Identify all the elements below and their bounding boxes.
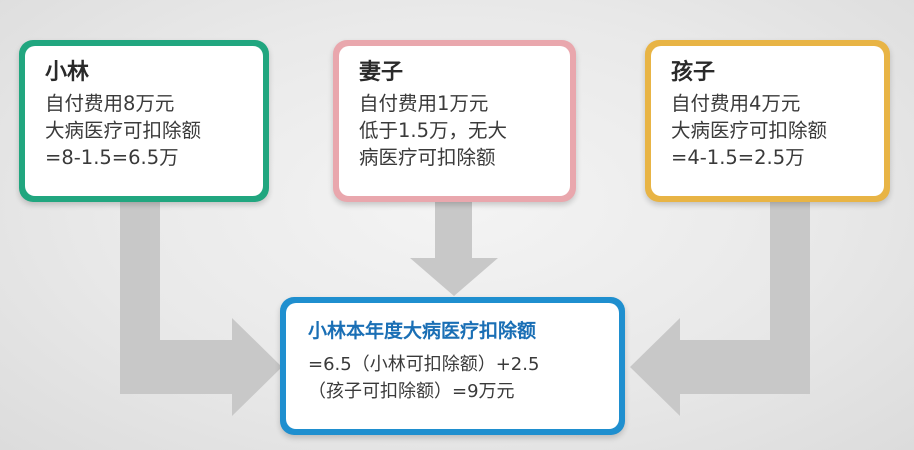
result-box: 小林本年度大病医疗扣除额 =6.5（小林可扣除额）+2.5 （孩子可扣除额）=9… xyxy=(280,297,625,435)
arrow-from-child xyxy=(630,200,810,416)
xiaolin-line-2: 大病医疗可扣除额 xyxy=(45,119,202,142)
child-title: 孩子 xyxy=(671,60,716,85)
wife-line-2: 低于1.5万，无大 xyxy=(359,119,508,142)
xiaolin-line-3: =8-1.5=6.5万 xyxy=(45,146,179,169)
xiaolin-box: 小林 自付费用8万元 大病医疗可扣除额 =8-1.5=6.5万 xyxy=(19,40,269,202)
child-line-3: =4-1.5=2.5万 xyxy=(671,146,805,169)
child-box: 孩子 自付费用4万元 大病医疗可扣除额 =4-1.5=2.5万 xyxy=(645,40,890,202)
xiaolin-line-1: 自付费用8万元 xyxy=(45,92,175,115)
wife-title: 妻子 xyxy=(359,60,404,85)
child-line-2: 大病医疗可扣除额 xyxy=(671,119,828,142)
child-line-1: 自付费用4万元 xyxy=(671,92,801,115)
arrow-from-xiaolin xyxy=(120,200,282,416)
wife-box: 妻子 自付费用1万元 低于1.5万，无大 病医疗可扣除额 xyxy=(333,40,576,202)
result-line-2: （孩子可扣除额）=9万元 xyxy=(308,381,515,402)
wife-line-3: 病医疗可扣除额 xyxy=(359,146,496,169)
result-line-1: =6.5（小林可扣除额）+2.5 xyxy=(308,354,540,375)
arrow-from-wife xyxy=(410,200,498,296)
xiaolin-title: 小林 xyxy=(45,60,90,85)
wife-line-1: 自付费用1万元 xyxy=(359,92,489,115)
result-title: 小林本年度大病医疗扣除额 xyxy=(308,320,537,342)
